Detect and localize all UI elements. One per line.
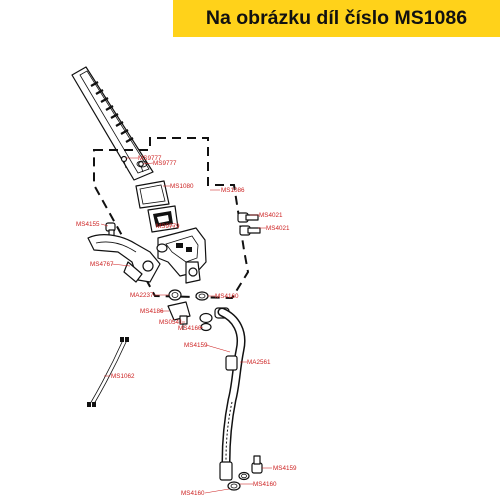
bleed-nipple-ms4159 [251, 455, 263, 474]
bolt-ms4021 [237, 212, 261, 236]
label-ma2237: MA2237 [130, 292, 154, 299]
label-ms4155: MS4155 [76, 221, 100, 228]
switch-cable [87, 337, 129, 407]
leader-lines [100, 157, 272, 494]
label-ms4160-d: MS4160 [181, 490, 205, 497]
label-ms4160-c: MS4160 [253, 481, 277, 488]
handlebar-grip [71, 66, 154, 181]
label-ms4186: MS4186 [140, 308, 164, 315]
brake-hose [217, 307, 246, 481]
label-ms4159-a: MS4159 [184, 342, 208, 349]
reservoir-cap [135, 180, 170, 209]
label-ms9777-a: MS9777 [138, 155, 162, 162]
label-ma2561: MA2561 [247, 359, 271, 366]
label-ms4767: MS4767 [90, 261, 114, 268]
screw-ms9777 [120, 155, 144, 173]
washer-ms4160-upper [195, 291, 209, 301]
label-ms4159-b: MS4159 [273, 465, 297, 472]
label-ms4160-a: MS4160 [215, 293, 239, 300]
label-ms9779: MS9779 [156, 223, 180, 230]
title-banner: Na obrázku díl číslo MS1086 [173, 0, 500, 37]
label-ms4021-a: MS4021 [259, 212, 283, 219]
diaphragm-gasket [147, 205, 179, 233]
label-ms4160-b: MS4160 [178, 325, 202, 332]
washer-ms4160-lower [227, 471, 250, 491]
label-ms4021-b: MS4021 [266, 225, 290, 232]
label-ms1062: MS1062 [111, 373, 135, 380]
brake-lever [87, 234, 161, 283]
master-cylinder-body [156, 227, 207, 284]
brake-switch [167, 301, 191, 330]
label-ms1086: MS1086 [221, 187, 245, 194]
label-ms1080: MS1080 [170, 183, 194, 190]
label-ms0541: MS0541 [159, 319, 183, 326]
label-ms9777-b: MS9777 [153, 160, 177, 167]
boot-ma2237 [168, 289, 182, 301]
